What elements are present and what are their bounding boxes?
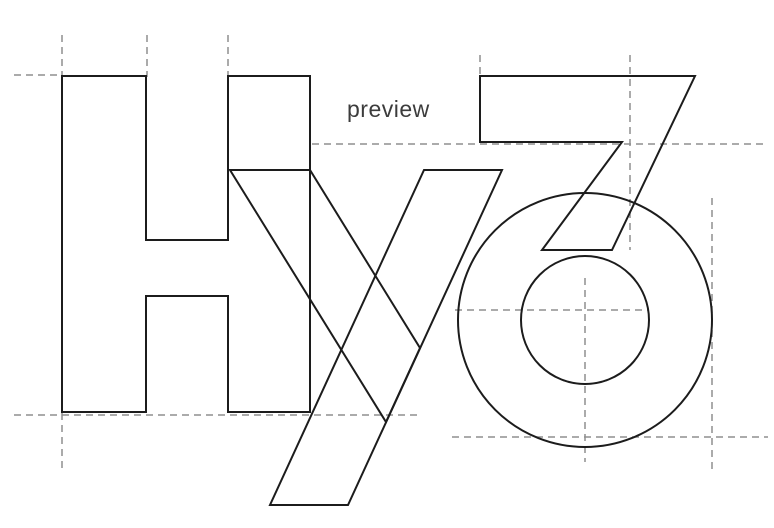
letter-H (61, 75, 311, 413)
letter-3-bowl-inner-circle (520, 255, 650, 385)
letter-3-bowl-outer-circle (457, 192, 713, 448)
letter-3-top-stroke-1 (479, 75, 697, 251)
letter-3 (457, 75, 713, 448)
letter-y (228, 169, 504, 506)
letter-H-outline-1 (61, 75, 311, 413)
preview-label: preview (347, 96, 430, 122)
letter-y-stroke-2 (268, 169, 504, 506)
